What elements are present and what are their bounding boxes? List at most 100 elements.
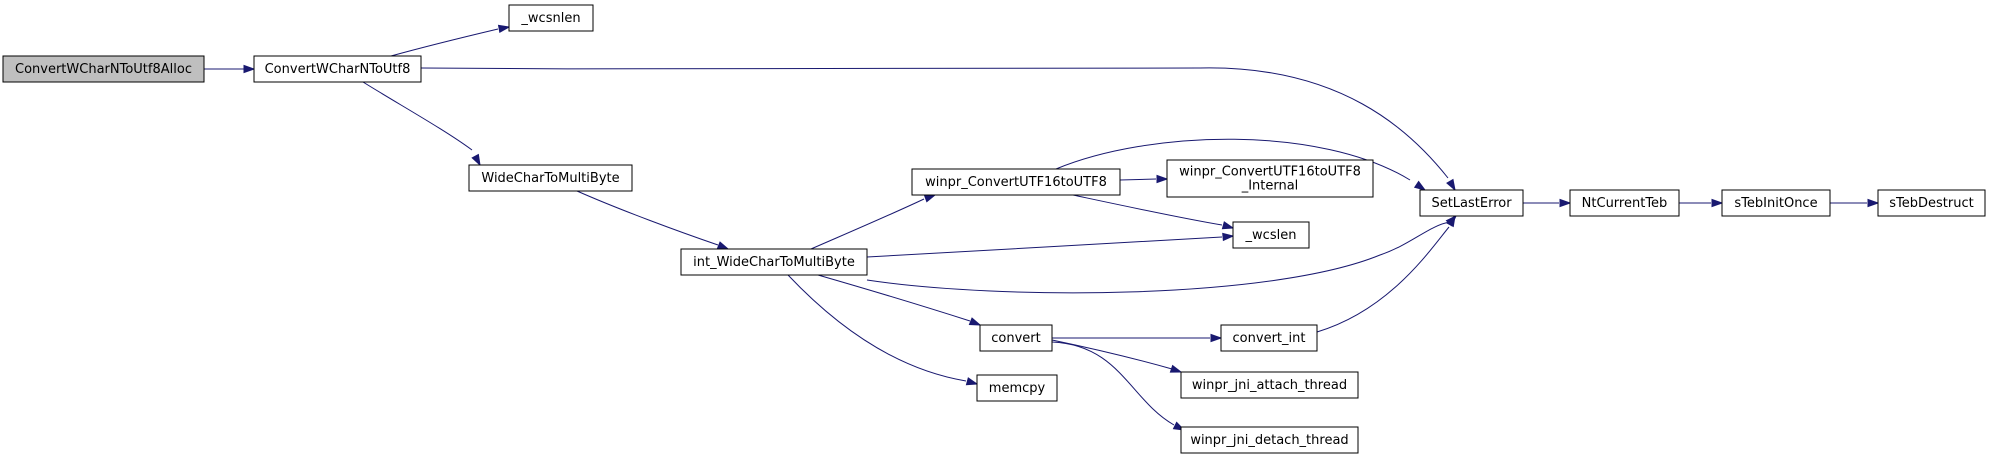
node-convertwcharntoutf8[interactable]: ConvertWCharNToUtf8	[253, 55, 422, 83]
edge-n5-to-n8	[866, 232, 1235, 258]
edge-arrowhead	[923, 194, 937, 203]
edge-line	[576, 190, 719, 246]
node-winpr-jni-attach-thread[interactable]: winpr_jni_attach_thread	[1180, 371, 1359, 399]
node-label: winpr_jni_attach_thread	[1192, 378, 1347, 393]
node-label: memcpy	[989, 381, 1046, 396]
edge-n5-to-n3	[866, 214, 1458, 294]
edge-line	[810, 198, 925, 250]
node-box	[1569, 189, 1680, 217]
edge-n15-to-n16	[1830, 198, 1880, 208]
edge-arrowhead	[1446, 178, 1456, 192]
node-label: _Internal	[1241, 179, 1299, 194]
node-convert-int[interactable]: convert_int	[1220, 324, 1318, 352]
node-box	[680, 248, 868, 276]
node-stebdestruct[interactable]: sTebDestruct	[1877, 189, 1986, 217]
node-box	[1220, 324, 1318, 352]
node-stebinitonce[interactable]: sTebInitOnce	[1721, 189, 1831, 217]
node-box	[979, 324, 1053, 352]
node-winpr-jni-detach-thread[interactable]: winpr_jni_detach_thread	[1180, 426, 1359, 454]
node-box	[1180, 426, 1359, 454]
edge-arrowhead	[1711, 198, 1724, 208]
node-setlasterror[interactable]: SetLastError	[1419, 189, 1524, 217]
node-convert[interactable]: convert	[979, 324, 1053, 352]
edge-n5-to-n9	[817, 274, 982, 326]
node-box	[911, 168, 1121, 196]
edge-arrowhead	[471, 153, 481, 167]
edge-arrowhead	[1446, 214, 1456, 228]
edge-n5-to-n13	[787, 274, 979, 386]
edge-arrowhead	[1413, 180, 1427, 191]
edge-arrowhead	[1169, 364, 1183, 373]
node-label: _wcsnlen	[520, 11, 580, 26]
node-label: sTebInitOnce	[1734, 196, 1817, 211]
node-widechartomultibyte[interactable]: WideCharToMultiByte	[468, 164, 633, 192]
node-box	[1877, 189, 1986, 217]
node-label: int_WideCharToMultiByte	[693, 255, 855, 270]
edge-arrowhead	[1559, 198, 1572, 208]
edge-line	[1316, 226, 1450, 333]
edge-line	[1119, 178, 1157, 181]
node-memcpy[interactable]: memcpy	[976, 374, 1058, 402]
node-label: ConvertWCharNToUtf8	[265, 62, 411, 77]
edge-line	[866, 221, 1451, 294]
node-winpr-convertutf16toutf8[interactable]: winpr_ConvertUTF16toUTF8	[911, 168, 1121, 196]
edge-arrowhead	[965, 377, 979, 386]
node-label: NtCurrentTeb	[1582, 196, 1668, 211]
node-label: convert	[991, 331, 1040, 346]
edge-arrowhead	[497, 24, 511, 34]
edge-arrowhead	[243, 64, 256, 74]
edge-root-to-n1	[204, 64, 256, 74]
node-box	[508, 4, 594, 32]
edges-layer	[204, 24, 1880, 431]
node-label: WideCharToMultiByte	[481, 171, 619, 186]
edge-line	[817, 274, 971, 322]
node-label: SetLastError	[1431, 196, 1512, 211]
node-box	[976, 374, 1058, 402]
edge-n3-to-n14	[1523, 198, 1572, 208]
node-label: winpr_ConvertUTF16toUTF8	[925, 175, 1107, 190]
node-box	[1180, 371, 1359, 399]
node-int-widechartomultibyte[interactable]: int_WideCharToMultiByte	[680, 248, 868, 276]
edge-n4-to-n5	[576, 190, 730, 250]
node-box	[253, 55, 422, 83]
edge-line	[1051, 341, 1175, 426]
edge-line	[1072, 194, 1223, 226]
node--wcslen[interactable]: _wcslen	[1232, 221, 1310, 249]
edge-n1-to-n2	[390, 24, 511, 57]
node-box	[2, 55, 205, 83]
node-label: convert_int	[1233, 331, 1306, 346]
edge-line	[787, 274, 967, 382]
edge-arrowhead	[1867, 198, 1880, 208]
edge-n10-to-n3	[1316, 214, 1456, 333]
node-box	[1419, 189, 1524, 217]
node-ntcurrentteb[interactable]: NtCurrentTeb	[1569, 189, 1680, 217]
edge-n9-to-n10	[1052, 333, 1223, 343]
edge-line	[390, 28, 499, 57]
edge-n5-to-n6	[810, 194, 937, 250]
node-box	[1232, 221, 1310, 249]
node-winpr-convertutf16toutf8-internal[interactable]: winpr_ConvertUTF16toUTF8_Internal	[1166, 159, 1374, 198]
node--wcsnlen[interactable]: _wcsnlen	[508, 4, 594, 32]
node-convertwcharntoutf8alloc[interactable]: ConvertWCharNToUtf8Alloc	[2, 55, 205, 83]
node-label: winpr_jni_detach_thread	[1190, 433, 1348, 448]
edge-arrowhead	[1221, 221, 1235, 230]
node-label: sTebDestruct	[1889, 196, 1973, 211]
edge-line	[866, 236, 1223, 258]
edge-n6-to-n7	[1119, 174, 1169, 184]
node-box	[1721, 189, 1831, 217]
node-box	[468, 164, 633, 192]
nodes-layer: ConvertWCharNToUtf8Alloc ConvertWCharNToU…	[2, 4, 1986, 454]
edge-arrowhead	[1156, 174, 1169, 184]
edge-arrowhead	[968, 317, 982, 326]
node-box	[1166, 159, 1374, 198]
edge-n1-to-n4	[362, 81, 481, 167]
node-label: ConvertWCharNToUtf8Alloc	[15, 62, 192, 77]
edge-n6-to-n8	[1072, 194, 1235, 230]
edge-n14-to-n15	[1679, 198, 1724, 208]
edge-arrowhead	[1222, 232, 1235, 242]
node-label: _wcslen	[1245, 228, 1297, 243]
node-label: winpr_ConvertUTF16toUTF8	[1179, 165, 1361, 180]
edge-arrowhead	[716, 241, 730, 250]
edge-arrowhead	[1210, 333, 1223, 343]
